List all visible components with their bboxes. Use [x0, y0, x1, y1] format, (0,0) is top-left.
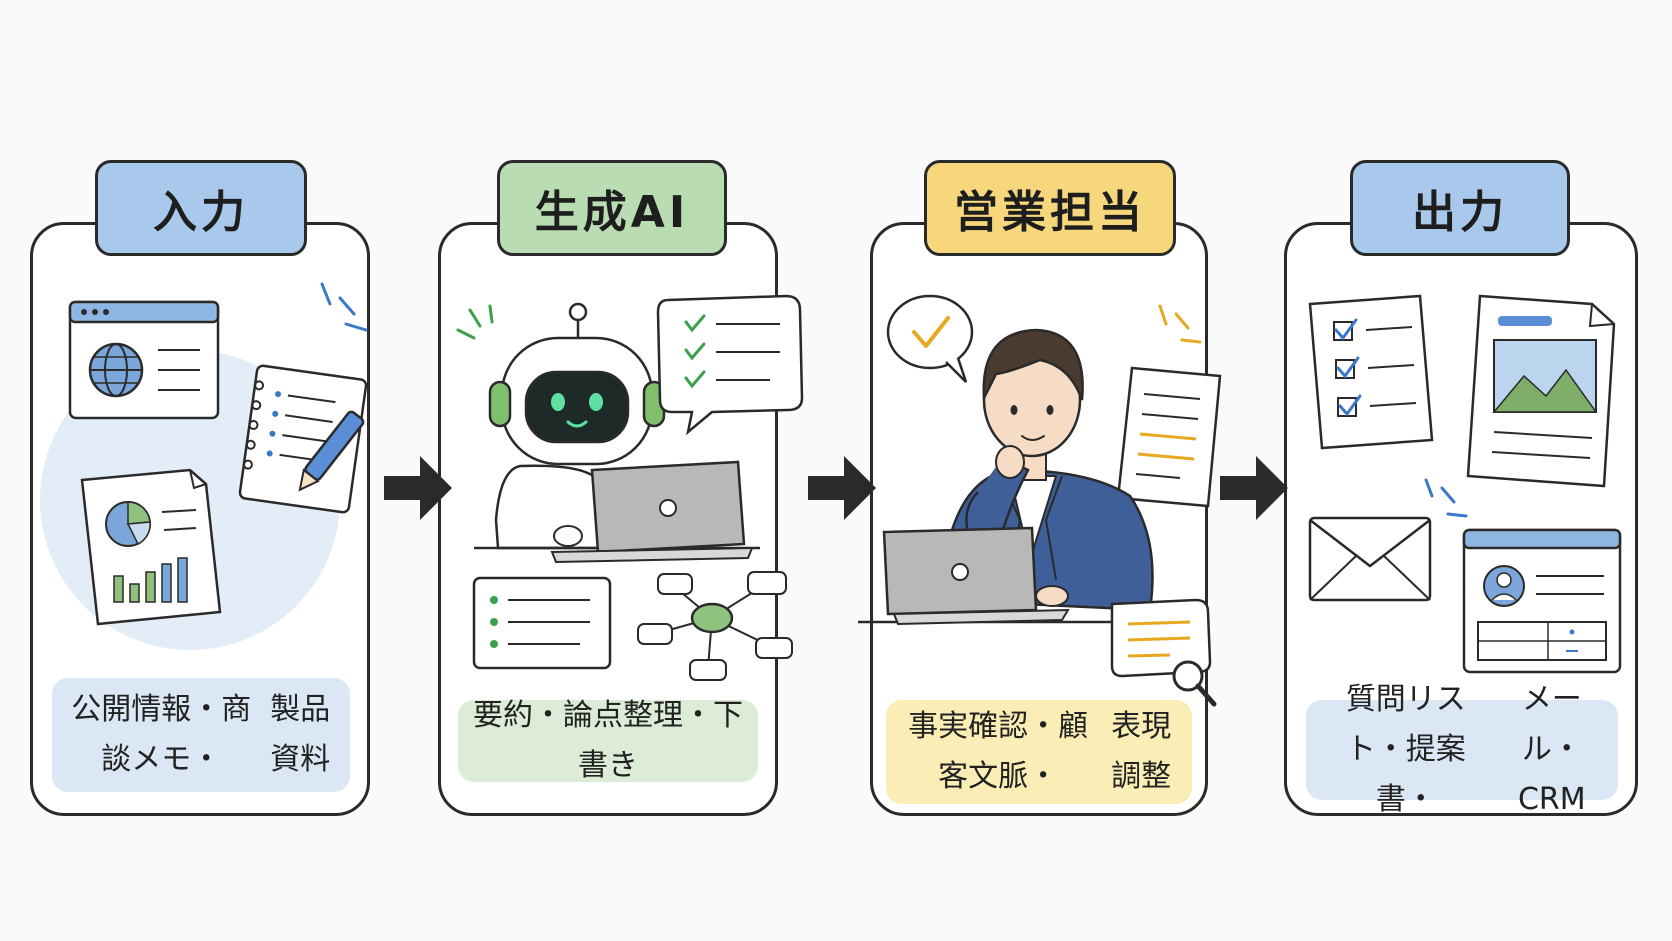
caption-line: 表現調整 [1111, 709, 1172, 794]
magnifier-note-icon [1110, 598, 1217, 707]
notebook-pen-icon [238, 364, 368, 514]
stage-title-output: 出力 [1350, 160, 1570, 256]
checklist-speech-bubble-icon [656, 294, 804, 436]
stage-title-sales: 営業担当 [924, 160, 1176, 256]
mind-map-icon [637, 571, 793, 681]
caption-line: メール・CRM [1517, 682, 1586, 817]
checklist-document-icon [1308, 294, 1434, 450]
profile-window-icon [1462, 528, 1622, 674]
stage-caption-ai: 要約・論点整理・下書き [458, 698, 758, 783]
stage-caption-input: 公開情報・商談メモ・ 製品資料 [52, 678, 350, 792]
checkmark-bubble-icon [886, 294, 974, 383]
caption-line: 製品資料 [270, 692, 331, 777]
caption-line: 要約・論点整理・下書き [473, 698, 743, 783]
caption-line: 公開情報・商談メモ・ [71, 692, 252, 777]
envelope-icon [1308, 516, 1432, 602]
pie-chart-document-icon [80, 468, 222, 626]
stage-caption-output: 質問リスト・提案書・ メール・CRM [1306, 682, 1618, 817]
sparkle-lines [1424, 478, 1468, 518]
person-laptop-icon [858, 328, 1160, 626]
image-document-icon [1466, 294, 1616, 488]
sparkle-lines [320, 282, 368, 332]
right-arrow-icon [384, 456, 452, 520]
document-highlight-icon [1116, 366, 1222, 508]
sparkle-lines [456, 304, 494, 340]
sparkle-lines [1158, 304, 1202, 344]
caption-line: 事実確認・顧客文脈・ [908, 709, 1089, 794]
browser-globe-icon [68, 300, 220, 420]
stage-title-input: 入力 [95, 160, 307, 256]
bullet-list-card-icon [472, 576, 612, 670]
caption-line: 質問リスト・提案書・ [1345, 682, 1466, 817]
right-arrow-icon [808, 456, 876, 520]
right-arrow-icon [1220, 456, 1288, 520]
stage-title-ai: 生成AI [497, 160, 727, 256]
stage-caption-sales: 事実確認・顧客文脈・ 表現調整 [886, 700, 1192, 804]
robot-laptop-icon [474, 302, 760, 564]
